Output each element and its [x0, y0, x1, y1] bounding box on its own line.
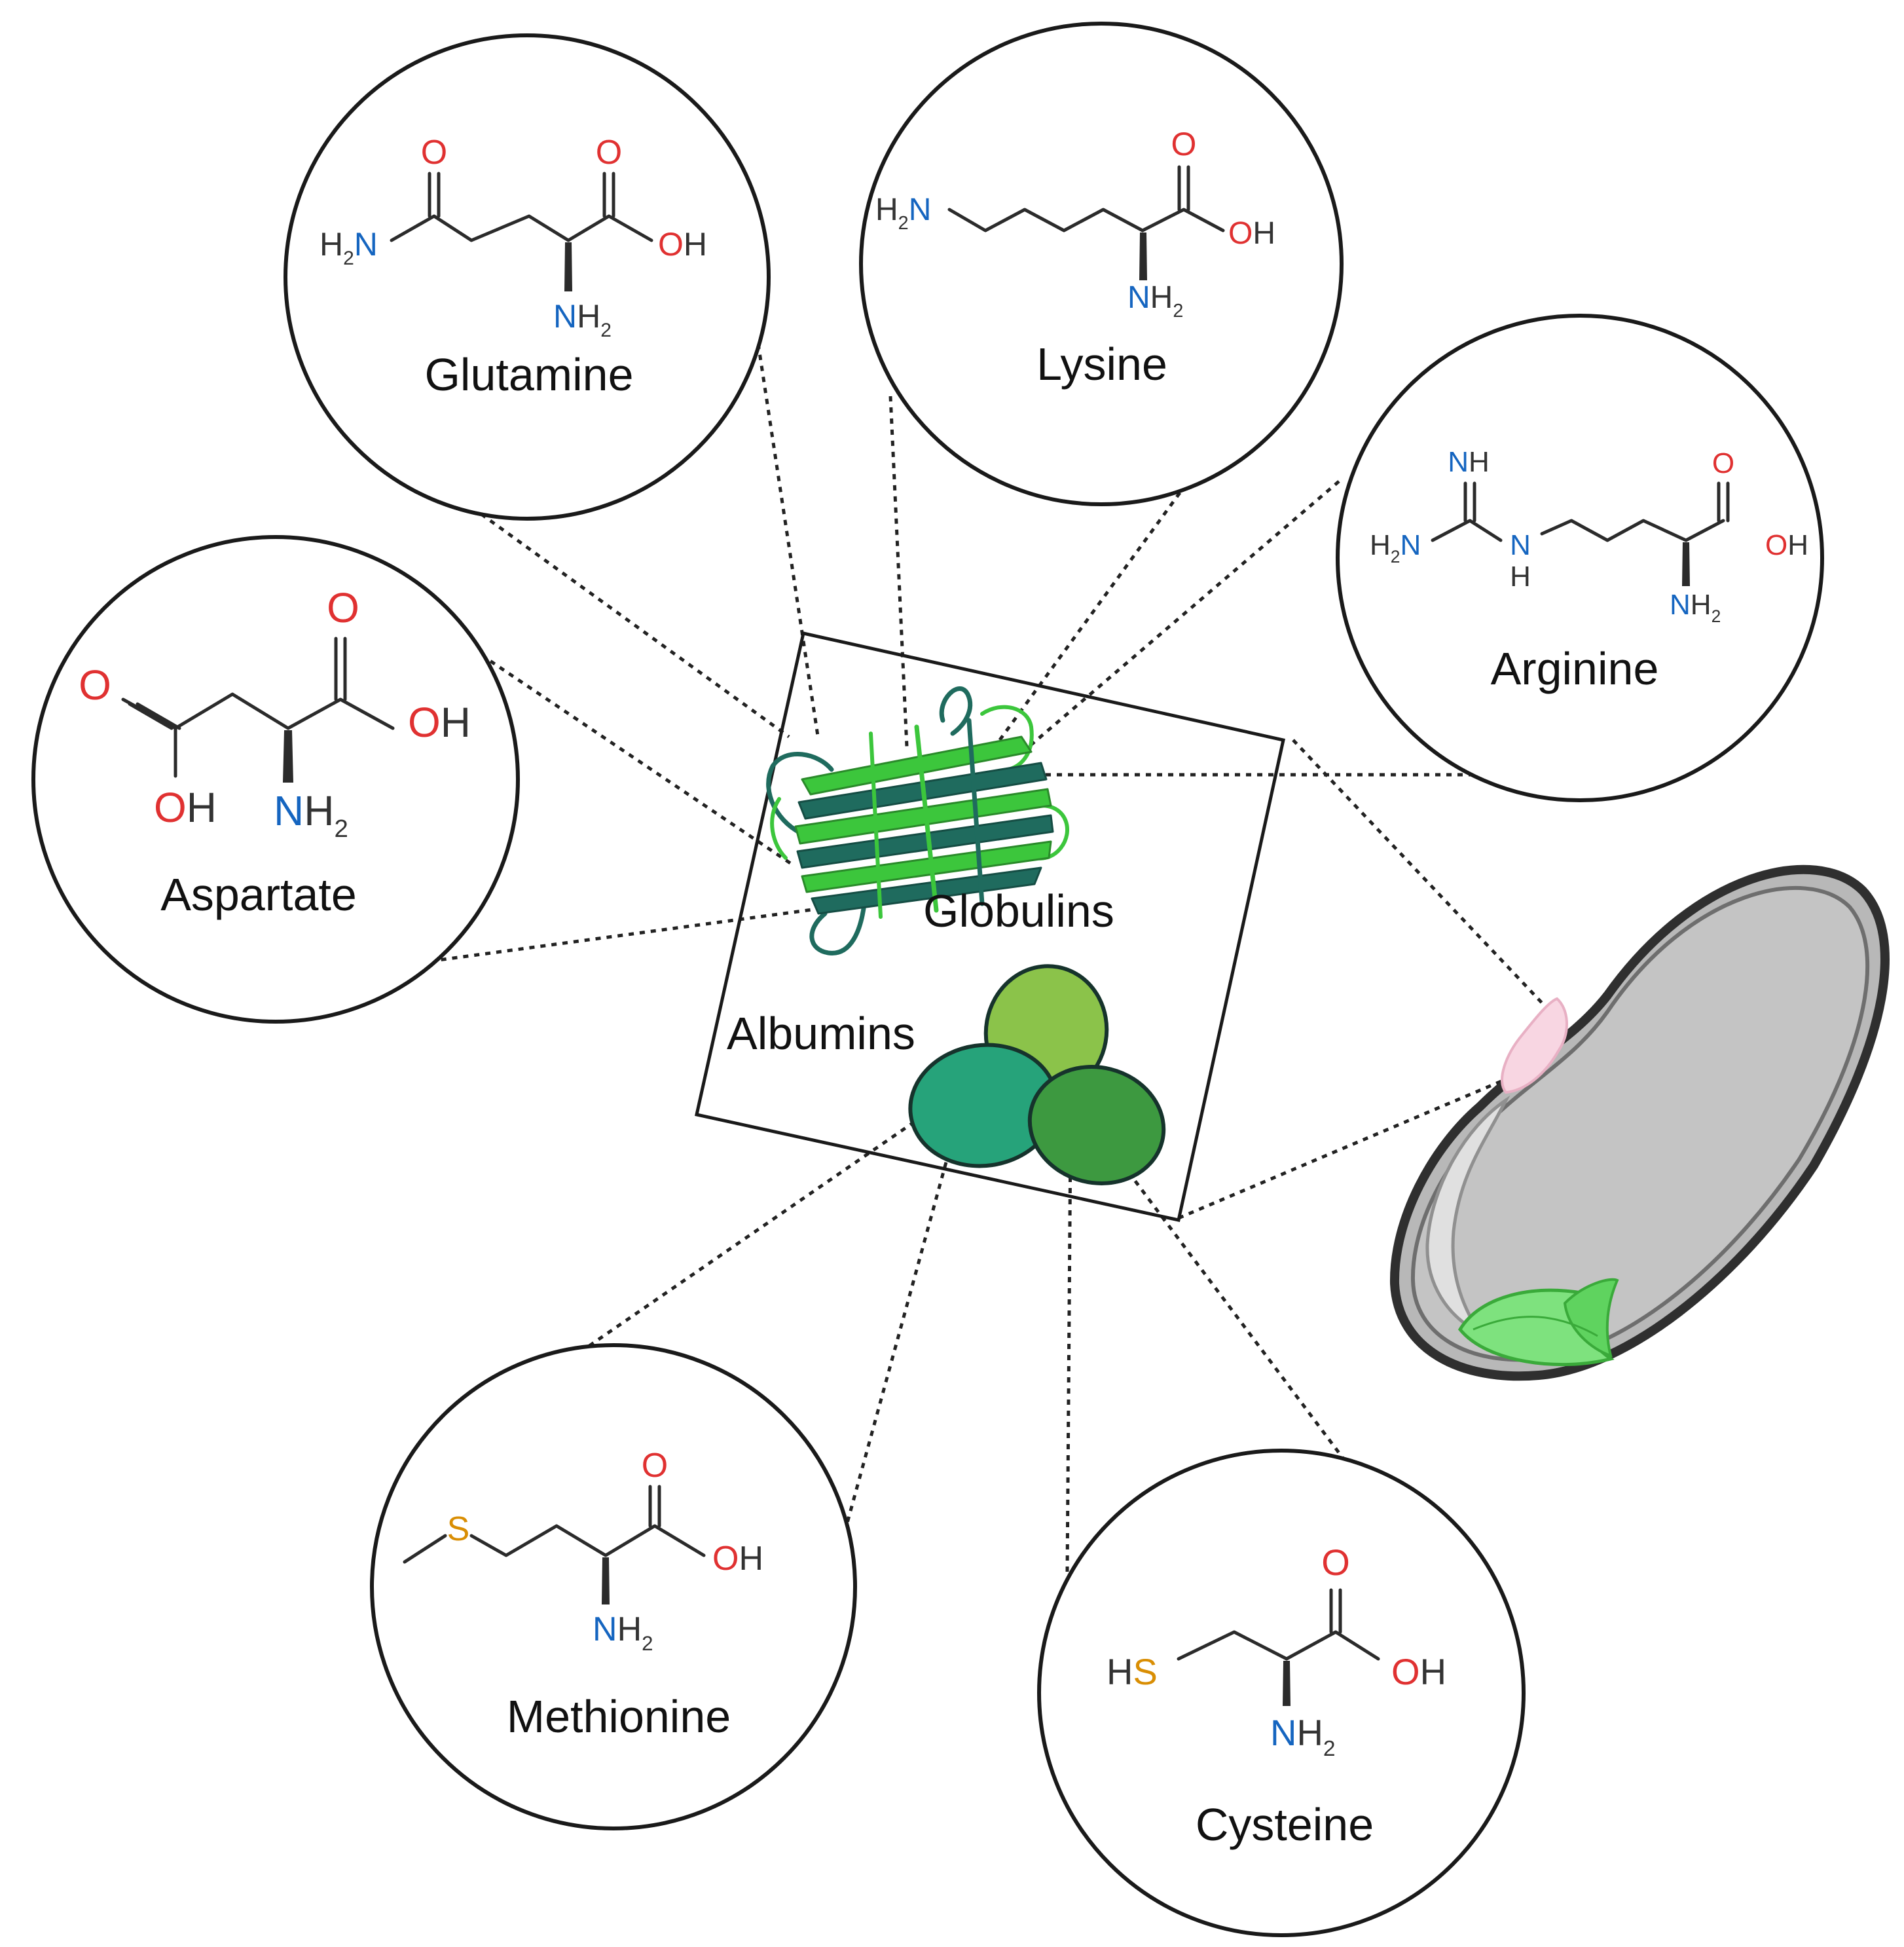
- svg-text:O: O: [642, 1447, 668, 1485]
- svg-text:NH2: NH2: [553, 298, 612, 341]
- svg-text:H2N: H2N: [1370, 529, 1421, 566]
- arginine-circle: [1336, 314, 1824, 802]
- protein-box: [695, 631, 1285, 1222]
- svg-text:H2N: H2N: [875, 193, 931, 234]
- svg-text:HS: HS: [1107, 1651, 1158, 1692]
- albumin-protein-icon: [908, 964, 1166, 1185]
- svg-text:NH2: NH2: [593, 1610, 653, 1655]
- svg-text:O: O: [1321, 1542, 1350, 1583]
- lysine-structure: O OH H2N NH2: [875, 126, 1275, 322]
- svg-text:S: S: [447, 1510, 470, 1548]
- methionine-label: Methionine: [507, 1691, 731, 1742]
- svg-text:OH: OH: [712, 1540, 763, 1578]
- svg-text:O: O: [1712, 447, 1734, 479]
- globulin-protein-icon: [766, 686, 1069, 955]
- svg-text:NH2: NH2: [1270, 1712, 1336, 1761]
- glutamine-circle: [284, 33, 771, 521]
- svg-text:O: O: [327, 584, 359, 631]
- globulins-label: Globulins: [923, 885, 1114, 936]
- methionine-structure: S O OH NH2: [403, 1447, 763, 1655]
- svg-text:O: O: [79, 661, 111, 709]
- cysteine-circle: [1037, 1449, 1526, 1937]
- seed-icon: [1389, 864, 1890, 1381]
- svg-text:OH: OH: [658, 226, 707, 263]
- lysine-circle: [859, 22, 1344, 506]
- svg-text:NH2: NH2: [1670, 589, 1721, 626]
- svg-text:H: H: [1510, 561, 1531, 593]
- albumins-label: Albumins: [727, 1008, 915, 1059]
- glutamine-structure: O O OH H2N NH2: [320, 134, 707, 341]
- svg-text:O: O: [421, 134, 447, 172]
- lysine-label: Lysine: [1036, 339, 1167, 390]
- svg-text:NH2: NH2: [1127, 280, 1183, 322]
- svg-text:OH: OH: [1391, 1651, 1446, 1692]
- svg-text:NH2: NH2: [274, 787, 348, 843]
- svg-text:N: N: [1510, 529, 1531, 561]
- svg-text:H2N: H2N: [320, 226, 378, 269]
- cysteine-label: Cysteine: [1196, 1799, 1374, 1850]
- arginine-label: Arginine: [1491, 643, 1659, 694]
- aspartate-structure: O O OH OH NH2: [79, 584, 471, 843]
- svg-text:O: O: [596, 134, 622, 172]
- svg-text:OH: OH: [408, 699, 471, 746]
- svg-text:OH: OH: [154, 784, 217, 831]
- glutamine-label: Glutamine: [424, 349, 633, 400]
- cysteine-structure: HS O OH NH2: [1107, 1542, 1446, 1761]
- methionine-circle: [370, 1343, 857, 1830]
- connector-lines: [418, 343, 1588, 1572]
- aspartate-circle: [31, 535, 520, 1024]
- svg-text:NH: NH: [1448, 446, 1490, 478]
- svg-text:OH: OH: [1228, 216, 1275, 251]
- aspartate-label: Aspartate: [160, 869, 357, 920]
- svg-text:O: O: [1171, 126, 1197, 162]
- svg-text:OH: OH: [1765, 529, 1808, 561]
- arginine-structure: NH H2N N H O OH NH2: [1370, 446, 1808, 626]
